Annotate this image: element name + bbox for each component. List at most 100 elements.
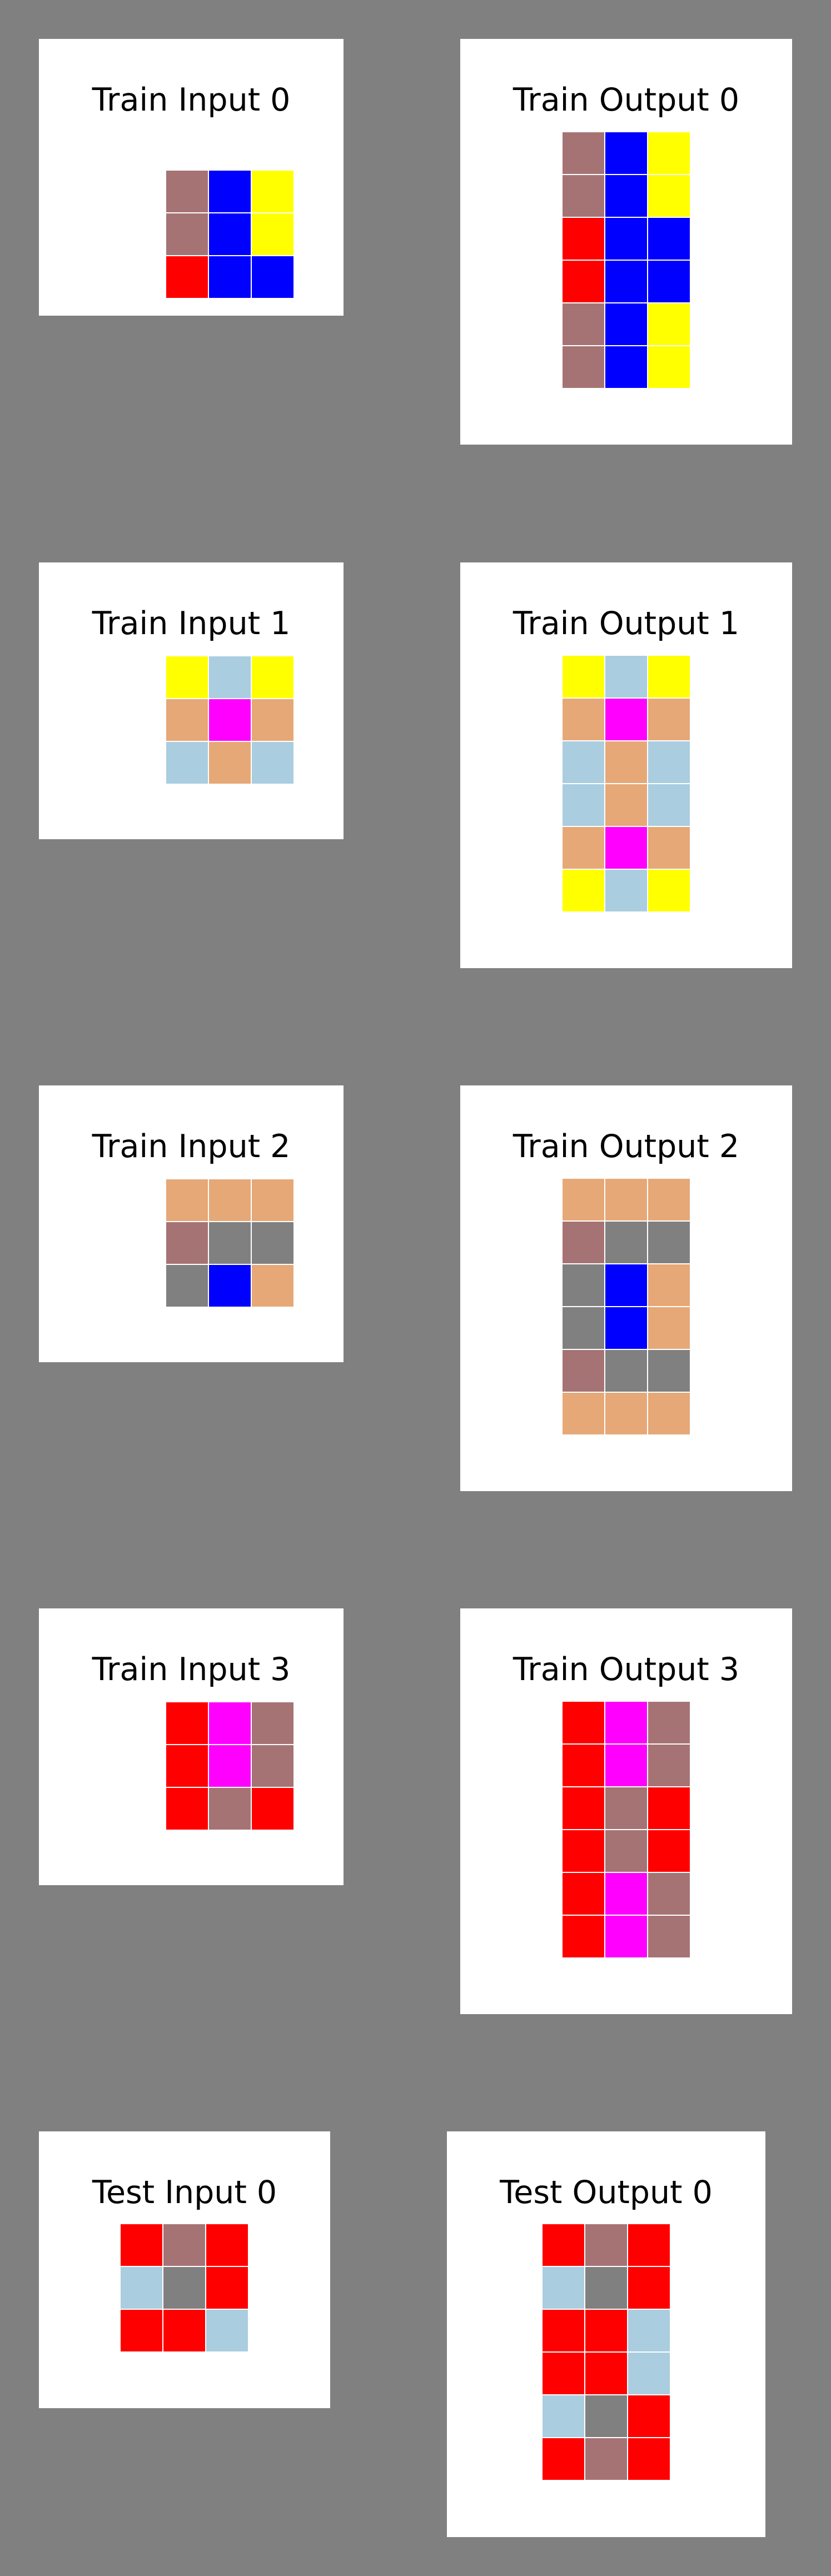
grid-cell [605,698,648,741]
grid-cell [605,217,648,260]
grid-cell [251,1222,294,1264]
grid-cell [562,1307,605,1349]
grid-cell [562,1787,605,1830]
grid-cell [208,256,251,298]
grid-cell [605,1264,648,1307]
grid-cell [251,1787,294,1830]
grid-cell [166,1264,208,1307]
grid-cell [648,869,690,912]
grid-cell [562,1872,605,1915]
grid-cell [605,260,648,303]
grid-cell [251,170,294,213]
grid-cell [562,1915,605,1958]
grid-cell [208,1787,251,1830]
grid-cell [605,175,648,217]
grid-cell [605,1392,648,1435]
grid-cell [648,132,690,175]
train-input-1-panel: Train Input 1 [39,562,344,839]
grid-cell [562,346,605,388]
grid-cell [166,1745,208,1787]
grid-cell [648,741,690,784]
grid-cell [648,1221,690,1264]
grid-cell [648,1744,690,1787]
grid-cell [163,2309,206,2352]
grid-cell [628,2352,670,2395]
panel-title: Train Output 3 [512,1651,740,1688]
grid-cell [562,1744,605,1787]
grid-cell [648,1915,690,1958]
grid-cell [208,1702,251,1745]
grid-cell [648,784,690,826]
grid-cell [206,2309,248,2352]
grid-cell [648,1701,690,1744]
grid-cell [648,826,690,869]
train-input-1-grid [166,656,294,784]
grid-cell [542,2224,585,2266]
train-output-1-grid [562,655,690,912]
grid-cell [648,1872,690,1915]
grid-cell [251,213,294,256]
grid-cell [542,2352,585,2395]
grid-cell [251,1179,294,1222]
grid-cell [562,132,605,175]
grid-cell [648,303,690,346]
grid-cell [251,1264,294,1307]
grid-cell [562,217,605,260]
grid-cell [251,1702,294,1745]
grid-cell [605,1744,648,1787]
grid-cell [605,1349,648,1392]
train-input-0-panel: Train Input 0 [39,39,344,316]
grid-cell [605,1221,648,1264]
grid-cell [542,2309,585,2352]
train-input-0-grid [166,170,294,298]
panel-title: Train Output 0 [512,82,740,118]
grid-cell [208,1745,251,1787]
grid-cell [605,1701,648,1744]
panel-title: Train Output 1 [512,605,740,642]
grid-cell [251,256,294,298]
grid-cell [166,656,208,699]
train-input-3-panel: Train Input 3 [39,1608,344,1885]
grid-cell [605,741,648,784]
grid-cell [208,213,251,256]
grid-cell [562,1392,605,1435]
grid-cell [208,170,251,213]
train-output-2-panel: Train Output 2 [460,1085,792,1491]
panel-title: Test Output 0 [500,2174,713,2211]
grid-cell [166,256,208,298]
train-output-0-panel: Train Output 0 [460,39,792,445]
grid-cell [120,2224,163,2266]
grid-cell [605,1787,648,1830]
test-input-0-panel: Test Input 0 [39,2131,330,2408]
grid-cell [562,698,605,741]
grid-cell [605,869,648,912]
grid-cell [605,655,648,698]
grid-cell [562,303,605,346]
grid-cell [585,2438,628,2480]
grid-cell [562,1221,605,1264]
train-output-2-grid [562,1178,690,1435]
grid-cell [562,1178,605,1221]
grid-cell [605,1915,648,1958]
grid-cell [208,699,251,741]
grid-cell [166,1179,208,1222]
grid-cell [206,2224,248,2266]
grid-cell [648,1307,690,1349]
grid-cell [120,2266,163,2309]
panel-title: Train Input 3 [92,1651,291,1688]
grid-cell [562,826,605,869]
grid-cell [605,784,648,826]
grid-cell [166,213,208,256]
grid-cell [628,2395,670,2438]
grid-cell [208,656,251,699]
grid-cell [648,1264,690,1307]
grid-cell [542,2438,585,2480]
train-input-2-panel: Train Input 2 [39,1085,344,1362]
panel-title: Train Input 1 [92,605,291,642]
grid-cell [605,1830,648,1872]
grid-cell [585,2266,628,2309]
grid-cell [562,1349,605,1392]
grid-cell [208,1179,251,1222]
grid-cell [628,2438,670,2480]
grid-cell [542,2395,585,2438]
